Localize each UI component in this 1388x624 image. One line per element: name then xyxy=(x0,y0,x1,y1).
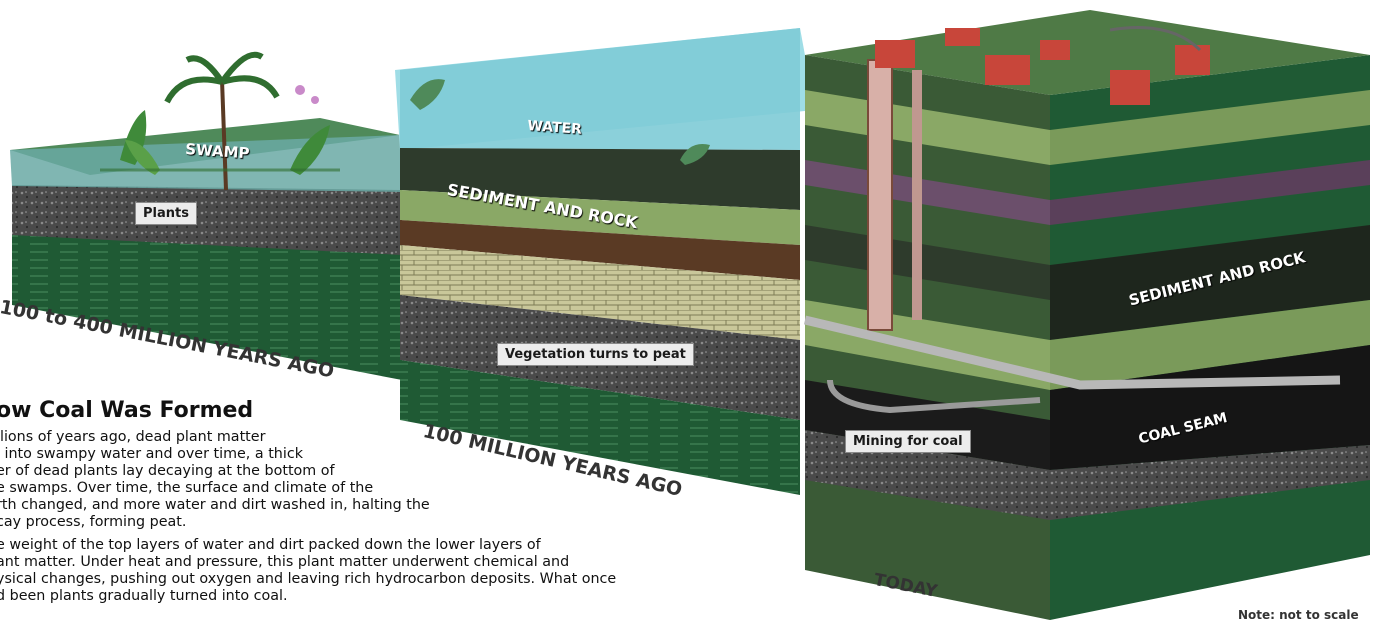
p2-line: ant matter. Under heat and pressure, thi… xyxy=(0,554,570,570)
article-heading: ow Coal Was Formed xyxy=(0,398,254,423)
p1-line: llions of years ago, dead plant matter xyxy=(0,429,266,445)
peat-callout: Vegetation turns to peat xyxy=(497,343,694,366)
mine-tunnel xyxy=(803,315,1341,390)
p2-line: e weight of the top layers of water and … xyxy=(0,537,541,553)
p1-line: l into swampy water and over time, a thi… xyxy=(0,446,303,462)
swamp-plants xyxy=(100,51,340,191)
mine-shaft-2 xyxy=(912,70,922,320)
mine-buildings xyxy=(875,26,1210,105)
plants-callout: Plants xyxy=(135,202,197,225)
water-brick-layer xyxy=(400,245,800,340)
today-stratum-2 xyxy=(805,160,1050,225)
p2-line: ysical changes, pushing out oxygen and l… xyxy=(0,571,617,587)
article-paragraph-2: e weight of the top layers of water and … xyxy=(0,537,846,605)
today-right-gravel xyxy=(1050,445,1370,520)
mine-shaft xyxy=(867,59,893,331)
swamp-front-green xyxy=(12,235,402,380)
swamp-block xyxy=(10,51,402,380)
water-green-layer xyxy=(400,360,800,495)
article: ow Coal Was Formed llions of years ago, … xyxy=(0,398,846,611)
mining-callout: Mining for coal xyxy=(845,430,971,453)
p1-line: er of dead plants lay decaying at the bo… xyxy=(0,463,335,479)
today-right-stratum-3 xyxy=(1050,225,1370,340)
water-front xyxy=(400,28,800,150)
today-block xyxy=(803,10,1370,620)
water-plants xyxy=(410,79,710,165)
today-stratum-1 xyxy=(805,90,1050,165)
mine-tunnel-lower xyxy=(827,379,1041,414)
p1-line: cay process, forming peat. xyxy=(0,514,187,530)
today-coal-front xyxy=(805,380,1050,470)
water-sediment-dark xyxy=(400,148,800,210)
water-sediment-light xyxy=(400,190,800,245)
p2-line: d been plants gradually turned into coal… xyxy=(0,588,288,604)
today-right-coal xyxy=(1050,345,1370,470)
p1-line: e swamps. Over time, the surface and cli… xyxy=(0,480,374,496)
article-paragraph-1: llions of years ago, dead plant matter l… xyxy=(0,429,846,531)
p1-line: rth changed, and more water and dirt was… xyxy=(0,497,430,513)
today-right-stratum-2 xyxy=(1050,160,1370,225)
today-right-stratum-1 xyxy=(1050,90,1370,165)
today-stratum-3 xyxy=(805,225,1050,300)
today-right-stratum-4 xyxy=(1050,300,1370,390)
today-top-face xyxy=(805,10,1370,95)
water-peat xyxy=(400,220,800,280)
scale-note: Note: not to scale xyxy=(1238,608,1359,622)
